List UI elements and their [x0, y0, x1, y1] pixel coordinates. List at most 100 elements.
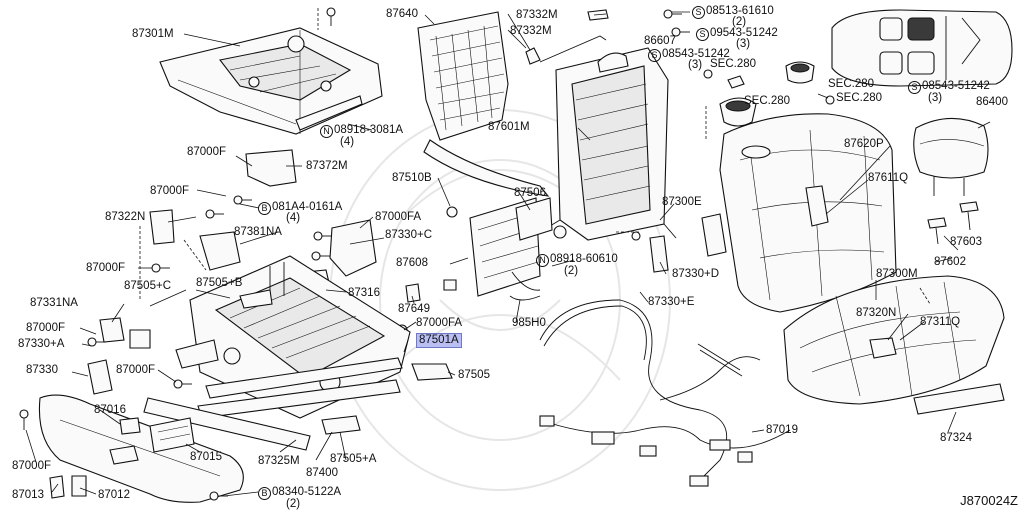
- label-87620P[interactable]: 87620P: [844, 138, 884, 150]
- label-87013[interactable]: 87013: [12, 489, 44, 501]
- top-small-parts[interactable]: [525, 9, 835, 127]
- label-87322N[interactable]: 87322N: [105, 211, 146, 223]
- label-87501A[interactable]: 87501A: [416, 333, 462, 348]
- label-87311Q[interactable]: 87311Q: [920, 316, 961, 328]
- label-87640[interactable]: 87640: [386, 8, 418, 20]
- label-87330[interactable]: 87330: [26, 364, 58, 376]
- vehicle-location-inset: [831, 9, 1013, 87]
- qty-08513: (2): [732, 16, 747, 28]
- qty-08340: (2): [286, 498, 301, 510]
- circled-letter: S: [648, 49, 661, 62]
- label-sec280-c[interactable]: SEC.280: [836, 92, 883, 104]
- cushion-frame-87301M[interactable]: [159, 27, 383, 135]
- circled-letter: B: [258, 487, 271, 500]
- circled-letter: B: [258, 202, 271, 215]
- switches-87015-87016[interactable]: [49, 417, 195, 499]
- label-87505C[interactable]: 87505+C: [124, 280, 171, 292]
- label-87300M[interactable]: 87300M: [876, 268, 918, 280]
- label-87000FA-2[interactable]: 87000FA: [416, 317, 463, 329]
- label-87000F-5[interactable]: 87000F: [116, 364, 156, 376]
- label-87301M[interactable]: 87301M: [132, 28, 174, 40]
- label-87316[interactable]: 87316: [348, 287, 380, 299]
- circled-letter: N: [320, 125, 333, 138]
- label-87331NA[interactable]: 87331NA: [30, 297, 78, 309]
- label-87300E[interactable]: 87300E: [662, 196, 702, 208]
- rail-covers[interactable]: [129, 289, 453, 435]
- label-87320N[interactable]: 87320N: [856, 307, 897, 319]
- label-985H0[interactable]: 985H0: [512, 317, 546, 329]
- qty-081A4: (4): [286, 212, 301, 224]
- label-87019[interactable]: 87019: [766, 424, 798, 436]
- qty-08543-b: (3): [928, 92, 943, 104]
- bracket-87330A[interactable]: [87, 317, 125, 395]
- back-panel-87640[interactable]: [417, 11, 550, 197]
- finisher-87324[interactable]: [913, 383, 1005, 415]
- label-86400[interactable]: 86400: [976, 96, 1008, 108]
- label-87608[interactable]: 87608: [396, 257, 428, 269]
- label-87324[interactable]: 87324: [940, 432, 972, 444]
- label-86607[interactable]: 86607: [644, 35, 676, 47]
- label-87506[interactable]: 87506: [514, 187, 546, 199]
- circled-letter: S: [908, 81, 921, 94]
- qty-08543-a: (3): [688, 59, 703, 71]
- outer-finisher-87330[interactable]: [38, 394, 244, 503]
- label-87505B[interactable]: 87505+B: [196, 277, 243, 289]
- label-87505A[interactable]: 87505+A: [330, 453, 377, 465]
- label-87330C[interactable]: 87330+C: [385, 229, 432, 241]
- label-87611Q[interactable]: 87611Q: [868, 172, 909, 184]
- circled-letter: S: [696, 28, 709, 41]
- label-87602[interactable]: 87602: [934, 256, 966, 268]
- harness-87019[interactable]: [509, 295, 791, 487]
- label-sec280-b[interactable]: SEC.280: [828, 78, 875, 90]
- label-87000F-2[interactable]: 87000F: [150, 185, 190, 197]
- label-87016[interactable]: 87016: [94, 404, 126, 416]
- label-sec280-d[interactable]: SEC.280: [744, 95, 791, 107]
- rail-cover-87325M[interactable]: [143, 397, 311, 451]
- qty-09543: (3): [736, 38, 751, 50]
- label-87000FA-1[interactable]: 87000FA: [375, 211, 422, 223]
- cushion-cover-87300M[interactable]: [783, 275, 1005, 405]
- label-87601M[interactable]: 87601M: [488, 121, 530, 133]
- leader-lines: [25, 8, 991, 497]
- label-87381NA[interactable]: 87381NA: [234, 226, 282, 238]
- label-87649[interactable]: 87649: [398, 303, 430, 315]
- label-87015[interactable]: 87015: [190, 451, 222, 463]
- label-87400[interactable]: 87400: [306, 467, 338, 479]
- label-87000F-4[interactable]: 87000F: [26, 322, 66, 334]
- circled-letter: N: [536, 254, 549, 267]
- label-87330A[interactable]: 87330+A: [18, 338, 65, 350]
- label-87372M[interactable]: 87372M: [306, 160, 348, 172]
- qty-08918-b: (2): [564, 265, 579, 277]
- label-87000F-3[interactable]: 87000F: [86, 262, 126, 274]
- label-87000F-6[interactable]: 87000F: [12, 460, 52, 472]
- label-87332M-b[interactable]: 87332M: [510, 25, 552, 37]
- label-87330E[interactable]: 87330+E: [648, 296, 695, 308]
- label-87332M-a[interactable]: 87332M: [516, 9, 558, 21]
- headrest-guides-87603[interactable]: [927, 201, 979, 245]
- label-87012[interactable]: 87012: [98, 489, 130, 501]
- label-87000F-1[interactable]: 87000F: [187, 146, 227, 158]
- back-frame-87601M[interactable]: [539, 47, 677, 241]
- label-87330D[interactable]: 87330+D: [672, 268, 719, 280]
- side-brackets[interactable]: [631, 213, 727, 273]
- back-cover-87620P[interactable]: [719, 113, 897, 313]
- diagram-id: J870024Z: [960, 493, 1018, 508]
- lumbar-support[interactable]: [469, 197, 567, 297]
- circled-letter: S: [692, 6, 705, 19]
- headrest-86400[interactable]: [913, 117, 989, 196]
- label-87603[interactable]: 87603: [950, 236, 982, 248]
- label-87325M[interactable]: 87325M: [258, 455, 300, 467]
- label-87510B[interactable]: 87510B: [392, 172, 432, 184]
- label-sec280-a[interactable]: SEC.280: [710, 58, 757, 70]
- label-87505[interactable]: 87505: [458, 369, 490, 381]
